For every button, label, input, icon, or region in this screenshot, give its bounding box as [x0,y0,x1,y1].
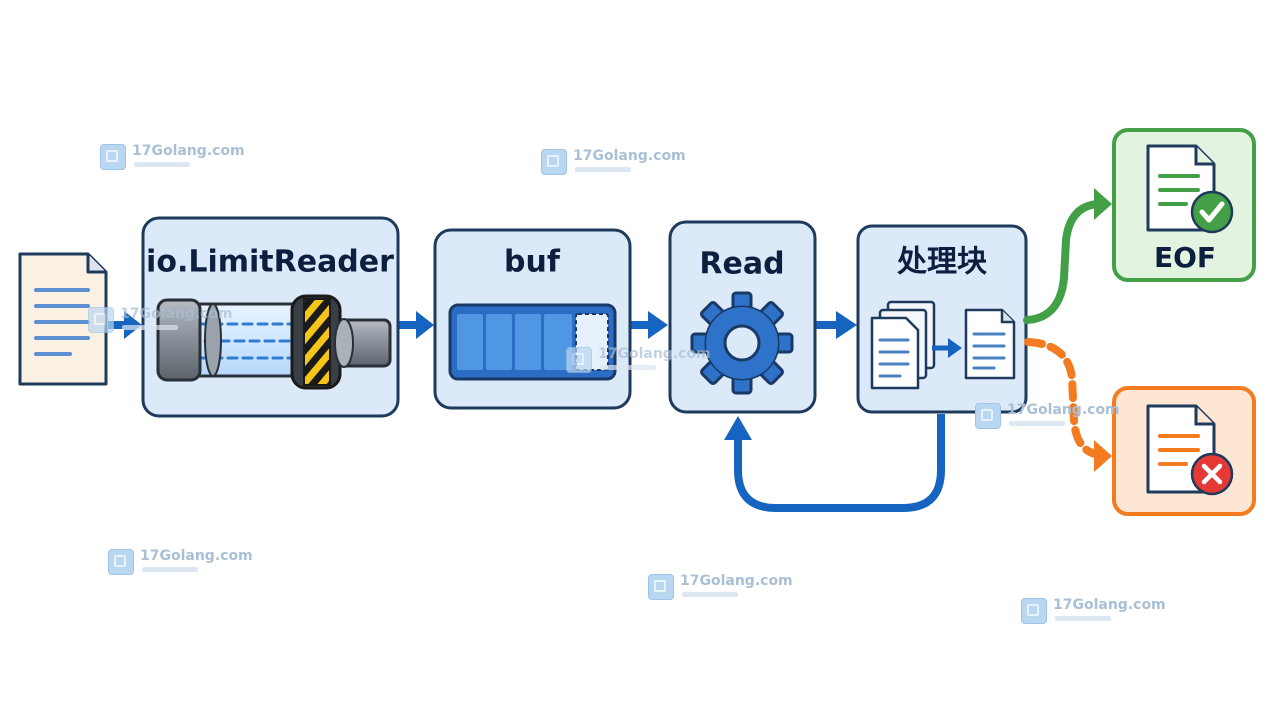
gear-icon [690,291,794,395]
pipe-limiter-icon [156,294,392,390]
process-arrow-icon [932,338,962,358]
loop-arrow-process-to-read [724,414,945,512]
arrow-limitreader-to-buf [398,311,434,339]
arrow-input-to-limitreader [108,311,142,339]
process-title: 处理块 [896,245,987,280]
document-check-icon [1146,144,1234,234]
document-error-icon [1146,404,1234,496]
process-node: 处理块 [856,224,1028,414]
arrow-to-eof [1023,188,1112,324]
single-document-icon [964,308,1016,380]
read-title: Read [699,247,784,282]
arrow-to-error [1024,338,1112,472]
buffer-bar-icon [448,303,617,381]
eof-node: EOF [1112,128,1256,282]
document-stack-icon [870,300,936,390]
error-node [1112,386,1256,516]
arrow-read-to-process [815,311,857,339]
limitreader-title: io.LimitReader [146,245,394,280]
limitreader-node: io.LimitReader [141,216,400,418]
read-node: Read [668,220,817,414]
arrow-buf-to-read [630,311,668,339]
eof-title: EOF [1154,241,1216,274]
buf-title: buf [504,245,561,280]
input-document-icon [18,252,108,386]
buf-node: buf [433,228,632,410]
